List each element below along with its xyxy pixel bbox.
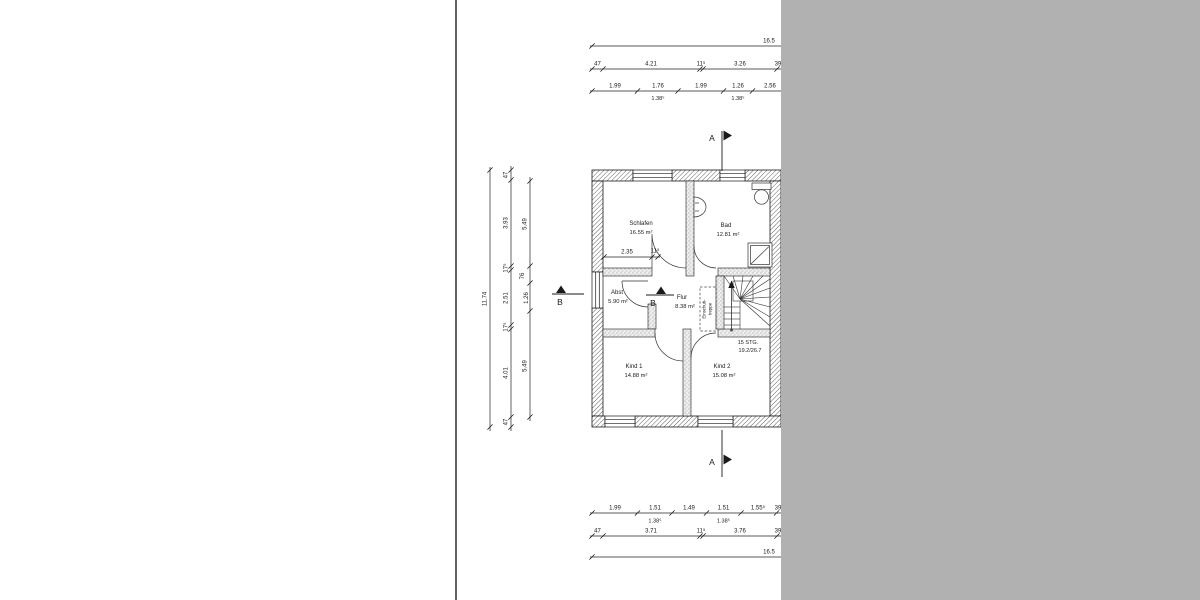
dim-label: 1.51 xyxy=(649,506,661,512)
stair-count-label: 15 STG. xyxy=(738,340,759,346)
dim-label: 39 xyxy=(775,529,782,535)
dim-sublabel: 1.38⁵ xyxy=(648,518,661,525)
toilet-icon xyxy=(751,182,772,205)
dim-label: 1.55⁵ xyxy=(751,505,766,512)
room-name-schlafen: Schlafen xyxy=(629,221,652,227)
dim-label: 3.93 xyxy=(504,217,510,229)
dim-label: 1.26 xyxy=(524,292,530,304)
dim-bottom-total: 16.5 xyxy=(763,550,775,556)
dim-top-total: 16.5 xyxy=(763,39,775,45)
stair-ratio-label: 19.2/26.7 xyxy=(739,348,762,354)
interior-dimension: 2.35 11⁵ xyxy=(600,248,662,261)
dim-label: 11⁵ xyxy=(651,248,660,255)
section-label-b: B xyxy=(650,298,656,308)
dim-label: 4.01 xyxy=(504,367,510,379)
loft-ladder-label-2: treppe xyxy=(708,302,713,315)
section-marker-a-top: A xyxy=(709,130,732,171)
room-area-kind2: 15.08 m² xyxy=(713,373,736,379)
dim-left-total: 11.74 xyxy=(483,291,489,306)
room-area-flur: 8.38 m² xyxy=(675,304,695,310)
stair-direction-arrow-icon xyxy=(728,280,735,288)
dimension-left: 11.74 47 3.93 17⁵ 2.51 17⁵ 4.01 47 5.49 … xyxy=(483,166,534,431)
dim-label: 4.21 xyxy=(645,62,657,68)
stairs xyxy=(723,275,771,332)
dim-label: 1.26 xyxy=(732,84,744,90)
window xyxy=(719,169,746,182)
section-marker-b-left: B xyxy=(552,285,584,307)
door-kind1 xyxy=(654,332,684,362)
section-label-b: B xyxy=(557,297,563,307)
room-name-abst: Abst xyxy=(611,290,623,296)
room-area-kind1: 14.88 m² xyxy=(625,373,648,379)
door-bad xyxy=(693,245,717,269)
dim-label: 47 xyxy=(594,62,601,68)
dim-label: 2.56 xyxy=(764,84,776,90)
loft-ladder-hatch: Einschub- treppe xyxy=(699,286,717,332)
dim-sublabel: 1.38⁵ xyxy=(717,518,730,525)
section-flag-icon xyxy=(723,130,732,141)
window xyxy=(632,169,673,182)
right-panel xyxy=(781,0,1200,600)
door-kind2 xyxy=(690,332,717,359)
door-arcs xyxy=(621,233,717,362)
sink-icon xyxy=(693,196,707,218)
dim-label: 2.51 xyxy=(504,292,510,304)
dim-label: 3.71 xyxy=(645,529,657,535)
dim-label: 17⁵ xyxy=(503,322,510,332)
dim-label: 1.99 xyxy=(609,84,621,90)
dimension-top: 16.5 47 4.21 11⁵ 3.26 39 1.99 1.76 1.99 … xyxy=(588,39,782,102)
room-area-abst: 5.90 m² xyxy=(608,299,628,305)
door-abst xyxy=(621,280,649,308)
dim-label: 47 xyxy=(504,418,510,425)
room-name-kind1: Kind 1 xyxy=(625,364,643,370)
room-area-bad: 12.81 m² xyxy=(717,232,740,238)
shower-icon xyxy=(747,242,773,268)
dim-label: 1.99 xyxy=(609,506,621,512)
dim-label: 1.49 xyxy=(683,506,695,512)
section-marker-b-flur: B xyxy=(646,286,674,308)
section-marker-a-bottom: A xyxy=(709,430,732,477)
window xyxy=(604,415,636,428)
dimension-bottom: 1.99 1.51 1.49 1.51 1.55⁵ 39 1.38⁵ 1.38⁵… xyxy=(588,505,782,561)
dim-label: 1.76 xyxy=(652,84,664,90)
section-flag-icon xyxy=(556,285,566,293)
room-area-schlafen: 16.55 m² xyxy=(630,230,653,236)
dim-label: 39 xyxy=(775,62,782,68)
interior-walls xyxy=(602,180,771,417)
dim-label: 47 xyxy=(504,171,510,178)
dim-label: 3.26 xyxy=(734,62,746,68)
room-name-flur: Flur xyxy=(677,295,687,301)
loft-ladder-label-1: Einschub- xyxy=(702,299,707,319)
window xyxy=(591,271,604,309)
dim-label: 11⁵ xyxy=(697,61,706,68)
dim-label: 1.51 xyxy=(718,506,730,512)
dim-label: 39 xyxy=(775,506,782,512)
room-labels: Schlafen 16.55 m² Bad 12.81 m² Abst 5.90… xyxy=(608,221,761,379)
dim-label: 5.49 xyxy=(523,360,529,372)
section-flag-icon xyxy=(723,454,732,465)
room-name-kind2: Kind 2 xyxy=(713,364,731,370)
dim-label: 2.35 xyxy=(621,250,633,256)
dim-label: 11⁵ xyxy=(697,528,706,535)
windows xyxy=(591,169,746,428)
dim-label: 17⁵ xyxy=(503,263,510,273)
dim-label: 76 xyxy=(520,272,526,279)
dim-label: 47 xyxy=(594,529,601,535)
section-label-a: A xyxy=(709,133,715,143)
room-name-bad: Bad xyxy=(721,223,732,229)
dim-label: 3.76 xyxy=(734,529,746,535)
dim-sublabel: 1.38⁵ xyxy=(731,95,744,102)
dim-label: 1.99 xyxy=(695,84,707,90)
window xyxy=(697,415,734,428)
bathroom-fixtures xyxy=(693,182,773,268)
exterior-walls xyxy=(591,169,781,428)
section-flag-icon xyxy=(656,286,666,294)
dim-sublabel: 1.38⁵ xyxy=(651,95,664,102)
door-schlafen xyxy=(651,233,687,269)
dim-label: 5.49 xyxy=(523,218,529,230)
section-label-a: A xyxy=(709,457,715,467)
